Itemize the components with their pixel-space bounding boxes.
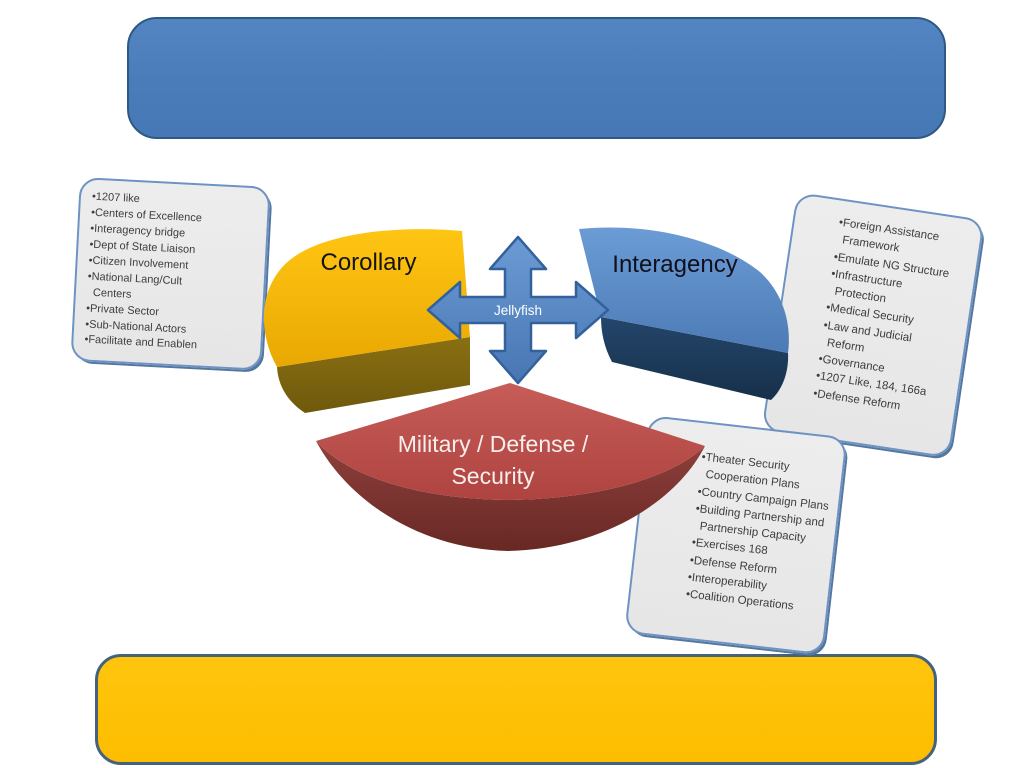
- bottom-banner: [95, 654, 937, 765]
- top-banner: [127, 17, 946, 139]
- interagency-callout: Foreign Assistance FrameworkEmulate NG S…: [761, 192, 985, 459]
- corollary-callout: 1207 likeCenters of ExcellenceInteragenc…: [70, 177, 271, 371]
- corollary-callout-list: 1207 likeCenters of ExcellenceInteragenc…: [84, 190, 222, 356]
- interagency-callout-list: Foreign Assistance FrameworkEmulate NG S…: [812, 215, 963, 421]
- quad-arrow: [426, 235, 610, 385]
- military-callout: Theater Security Cooperation PlansCountr…: [624, 415, 848, 656]
- corollary-slice-side: [277, 337, 470, 413]
- interagency-slice: [579, 227, 789, 353]
- interagency-slice-label: Interagency: [612, 251, 738, 278]
- bottom-banner-label: [98, 657, 934, 762]
- corollary-slice: [263, 229, 470, 367]
- top-banner-label: [129, 19, 944, 137]
- corollary-slice-label: Corollary: [320, 249, 417, 276]
- jellyfish-center-label: Jellyfish: [493, 303, 542, 318]
- military-callout-list: Theater Security Cooperation PlansCountr…: [685, 449, 839, 619]
- interagency-slice-side: [601, 317, 789, 400]
- military-slice-label: Military / Defense / Security: [397, 431, 589, 489]
